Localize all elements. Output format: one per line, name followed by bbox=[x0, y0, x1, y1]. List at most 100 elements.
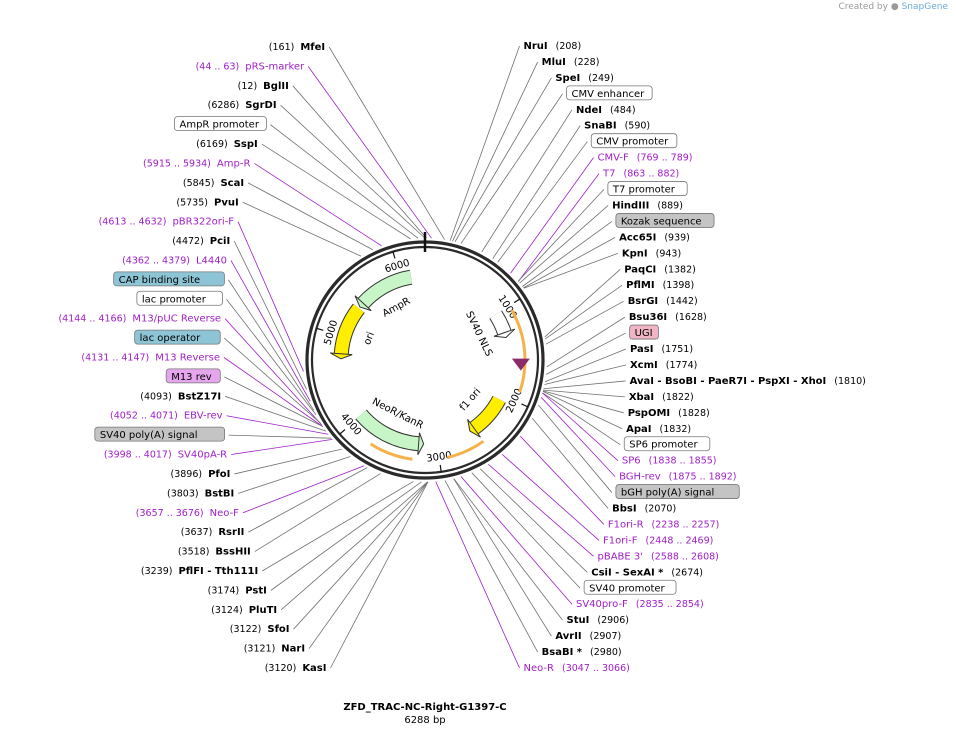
label-name: L4440 bbox=[196, 255, 227, 266]
label-name: MfeI bbox=[300, 42, 325, 53]
label-name: SV40pro-F bbox=[576, 599, 628, 610]
label-leader bbox=[224, 318, 322, 426]
feature-arc bbox=[490, 311, 511, 335]
feature-label-box bbox=[615, 484, 740, 499]
feature-label-box bbox=[629, 324, 659, 340]
primer-label: F1ori-R(2238 .. 2257) bbox=[608, 519, 720, 530]
tick-mark bbox=[521, 403, 529, 408]
tick-mark bbox=[392, 251, 396, 259]
label-leader bbox=[242, 201, 362, 257]
label-position: (4052 .. 4071) bbox=[110, 411, 178, 422]
primer-label: (5915 .. 5934)Amp-R bbox=[143, 158, 250, 169]
feature-label-box bbox=[566, 85, 653, 101]
label-leader bbox=[544, 268, 621, 338]
label-position: (1382) bbox=[664, 264, 696, 275]
label-position: (4472) bbox=[172, 236, 204, 247]
label-leader bbox=[254, 163, 382, 247]
feature-label-text: CAP binding site bbox=[119, 275, 201, 286]
credit-brand: SnapGene bbox=[901, 2, 948, 12]
enzyme-label: (3239)PflFI - Tth111I bbox=[141, 566, 258, 577]
label-position: (1628) bbox=[675, 312, 707, 323]
enzyme-label: MluI(228) bbox=[542, 57, 600, 68]
enzyme-label: (6286)SgrDI bbox=[208, 100, 277, 111]
label-leader bbox=[238, 456, 351, 494]
label-name: HindIII bbox=[612, 200, 649, 211]
label-leader bbox=[501, 454, 600, 541]
label-name: Amp-R bbox=[217, 158, 251, 169]
label-leader bbox=[225, 395, 327, 432]
enzyme-label: CsiI - SexAI *(2674) bbox=[591, 567, 703, 578]
feature-arc bbox=[356, 410, 420, 451]
label-leader bbox=[492, 125, 581, 259]
label-name: KpnI bbox=[622, 248, 648, 259]
label-leader bbox=[233, 240, 307, 390]
label-leader bbox=[523, 252, 619, 289]
label-name: pRS-marker bbox=[245, 61, 305, 72]
label-position: (3124) bbox=[211, 605, 243, 616]
snapgene-credit: Created by ● SnapGene bbox=[838, 2, 948, 12]
label-leader bbox=[544, 348, 627, 383]
label-position: (863 .. 882) bbox=[623, 169, 679, 180]
label-leader bbox=[452, 61, 539, 242]
enzyme-label: PaqCI (1382) bbox=[624, 264, 696, 275]
label-leader bbox=[328, 46, 445, 240]
label-position: (3121) bbox=[244, 644, 276, 655]
label-position: (590) bbox=[625, 121, 651, 132]
label-name: BglII bbox=[263, 81, 289, 92]
feature-label: SV40 NLS bbox=[463, 310, 494, 358]
label-name: PaqCI bbox=[624, 264, 656, 275]
label-position: (939) bbox=[664, 232, 690, 243]
label-leader bbox=[546, 316, 626, 368]
enzyme-label: PasI(1751) bbox=[630, 344, 693, 355]
label-name: Bsu36I bbox=[629, 312, 667, 323]
enzyme-label: PspOMI(1828) bbox=[628, 408, 710, 419]
label-position: (3047 .. 3066) bbox=[562, 663, 630, 674]
label-leader bbox=[280, 481, 428, 611]
enzyme-label: (3637)RsrII bbox=[181, 527, 245, 538]
label-position: (208) bbox=[556, 41, 582, 52]
tick-mark bbox=[339, 429, 346, 435]
label-position: (943) bbox=[656, 248, 682, 259]
backbone-inner-strand bbox=[310, 245, 540, 475]
label-position: (1828) bbox=[678, 408, 710, 419]
tick-label: 3000 bbox=[426, 450, 453, 465]
label-position: (12) bbox=[238, 81, 258, 92]
label-name: MluI bbox=[542, 57, 566, 68]
label-position: (6286) bbox=[208, 100, 240, 111]
label-position: (2980) bbox=[590, 647, 622, 658]
tick-mark bbox=[513, 298, 521, 304]
label-leader bbox=[544, 284, 623, 340]
label-position: (2588 .. 2608) bbox=[651, 551, 719, 562]
label-leader bbox=[523, 237, 616, 289]
tick-label: 4000 bbox=[338, 411, 363, 437]
feature-label-text: T7 promoter bbox=[612, 185, 676, 196]
label-position: (6169) bbox=[196, 139, 228, 150]
label-leader bbox=[293, 481, 428, 630]
label-position: (1751) bbox=[661, 344, 693, 355]
label-name: BsrGI bbox=[628, 296, 658, 307]
primer-label: (4362 .. 4379)L4440 bbox=[122, 255, 227, 266]
label-leader bbox=[460, 93, 563, 244]
label-leader bbox=[228, 434, 332, 439]
label-position: (3120) bbox=[265, 663, 297, 674]
annotation-arc bbox=[510, 309, 527, 393]
enzyme-label: (3174)PstI bbox=[208, 585, 267, 596]
feature-label-text: lac operator bbox=[140, 333, 201, 344]
feature-label-text: SV40 poly(A) signal bbox=[100, 430, 198, 441]
label-name: EBV-rev bbox=[184, 411, 223, 422]
label-name: PciI bbox=[210, 236, 230, 247]
primer-label: (3998 .. 4017)SV40pA-R bbox=[104, 450, 227, 461]
nls-marker bbox=[511, 358, 530, 371]
primer-label: SP6(1838 .. 1855) bbox=[622, 456, 717, 467]
plasmid-size: 6288 bp bbox=[404, 715, 445, 726]
primer-label: (3657 .. 3676)Neo-F bbox=[136, 508, 239, 519]
feature-label-box bbox=[94, 426, 225, 442]
label-name: F1ori-F bbox=[603, 535, 638, 546]
label-position: (3518) bbox=[178, 547, 210, 558]
label-name: M13/pUC Reverse bbox=[132, 314, 221, 325]
tick-mark bbox=[316, 327, 324, 331]
label-name: RsrII bbox=[218, 527, 244, 538]
enzyme-label: (4093)BstZ17I bbox=[140, 391, 221, 402]
label-name: NruI bbox=[524, 41, 548, 52]
label-leader bbox=[453, 478, 552, 637]
